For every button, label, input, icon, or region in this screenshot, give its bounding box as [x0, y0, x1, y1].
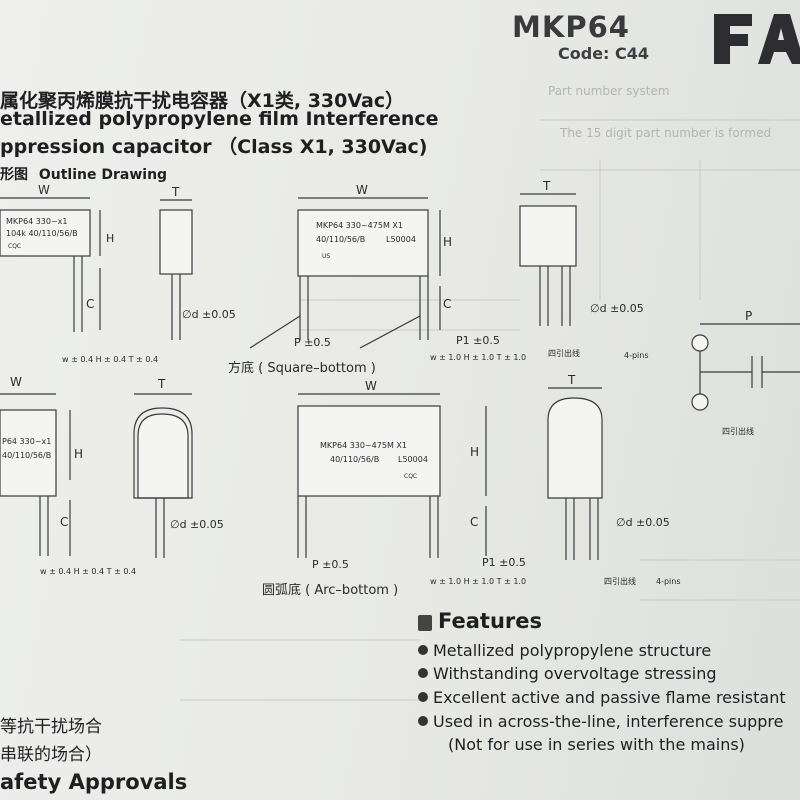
lead-dia-4: ∅d ±0.05	[616, 516, 670, 529]
cap-small-arc-side	[137, 413, 189, 499]
cert-us-large: US	[322, 253, 330, 260]
dim-w-4: W	[365, 379, 377, 393]
bullet-icon	[418, 668, 428, 678]
cap-small-square-side	[159, 209, 193, 275]
dim-h-3: H	[74, 447, 83, 461]
dim-t-4: T	[567, 373, 576, 387]
cap-small-square-front	[0, 209, 91, 257]
heading-english-line2: ppression capacitor （Class X1, 330Vac)	[0, 136, 428, 158]
cap-large-arc-front	[297, 405, 441, 497]
bg-text-part-number: Part number system	[548, 84, 670, 98]
feature-item-2: Withstanding overvoltage stressing	[418, 664, 717, 683]
marking-small-arc-1: P64 330~x1	[2, 437, 51, 446]
dim-c-3: C	[60, 515, 68, 529]
dim-c-4: C	[470, 515, 478, 529]
marking-small-arc-2: 40/110/56/B	[2, 451, 51, 460]
dim-h-1: H	[106, 232, 114, 245]
cap-large-arc-side	[547, 397, 603, 499]
square-bottom-caption: 方底 ( Square–bottom )	[228, 360, 376, 376]
left-cn-line2: 串联的场合）	[0, 745, 102, 765]
feature-item-4: Used in across-the-line, interference su…	[418, 712, 784, 731]
feature-item-1: Metallized polypropylene structure	[418, 641, 711, 660]
four-pin-en-2: 4-pins	[656, 577, 681, 586]
feature-text: Used in across-the-line, interference su…	[433, 712, 784, 731]
dim-t-3: T	[157, 377, 166, 391]
outline-title-en: Outline Drawing	[38, 167, 168, 183]
pitch1-tol-1: P1 ±0.5	[456, 334, 500, 347]
bullet-icon	[418, 716, 428, 726]
outline-drawings: MKP64 330~x1 104k 40/110/56/B CQC MKP64 …	[0, 180, 800, 598]
tol-large-row2: w ± 1.0 H ± 1.0 T ± 1.0	[430, 577, 526, 586]
four-pin-en-1: 4-pins	[624, 351, 649, 360]
lead-dia-3: ∅d ±0.05	[170, 518, 224, 531]
feature-text: Withstanding overvoltage stressing	[433, 664, 717, 683]
pitch1-tol-2: P1 ±0.5	[482, 556, 526, 569]
dim-p-schematic: P	[745, 309, 752, 323]
dim-t-1: T	[171, 185, 180, 199]
dim-w-2: W	[356, 183, 368, 197]
lead-dia-2: ∅d ±0.05	[590, 302, 644, 315]
arc-bottom-caption: 圆弧底 ( Arc–bottom )	[262, 582, 398, 598]
cap-small-arc-front	[0, 409, 57, 497]
model-code: Code: C44	[558, 44, 650, 63]
tol-large-row1: w ± 1.0 H ± 1.0 T ± 1.0	[430, 353, 526, 362]
feature-item-3: Excellent active and passive flame resis…	[418, 688, 786, 707]
cert-cqc-small: CQC	[8, 243, 21, 250]
safety-approvals-title: afety Approvals	[0, 770, 188, 794]
dim-h-4: H	[470, 445, 479, 459]
left-cn-line1: 等抗干扰场合	[0, 717, 102, 737]
dim-h-2: H	[443, 235, 452, 249]
lead-dia-1: ∅d ±0.05	[182, 308, 236, 321]
feature-text: Metallized polypropylene structure	[433, 641, 712, 660]
marking-large-arc-1: MKP64 330~475M X1	[320, 441, 407, 450]
dim-t-2: T	[542, 180, 551, 193]
dim-c-2: C	[443, 297, 451, 311]
pitch-tol-1: P ±0.5	[294, 336, 331, 349]
tol-small-row1: w ± 0.4 H ± 0.4 T ± 0.4	[62, 355, 158, 364]
heading-english-line1: etallized polypropylene film Interferenc…	[0, 108, 439, 130]
marking-small-1: MKP64 330~x1	[6, 217, 68, 226]
dim-w-3: W	[10, 375, 22, 389]
cap-large-square-front	[297, 209, 429, 277]
pitch-tol-2: P ±0.5	[312, 558, 349, 571]
dim-c-1: C	[86, 297, 94, 311]
dim-w-1: W	[38, 183, 50, 197]
schematic-label: 四引出线	[722, 426, 754, 436]
four-pin-cn-2: 四引出线	[604, 576, 636, 586]
model-title: MKP64	[512, 10, 630, 44]
feature-text: Excellent active and passive flame resis…	[433, 688, 786, 707]
bg-text-digit-note: The 15 digit part number is formed	[560, 126, 772, 140]
cert-cqc-large-arc: CQC	[404, 473, 417, 480]
features-title: Features	[438, 609, 542, 633]
cap-large-square-side	[519, 205, 577, 267]
marking-large-1: MKP64 330~475M X1	[316, 221, 403, 230]
marking-lot-2: L50004	[398, 455, 428, 464]
outline-drawing-title: 形图 Outline Drawing	[0, 164, 167, 184]
marking-large-2: 40/110/56/B	[316, 235, 365, 244]
bullet-icon	[418, 645, 428, 655]
outline-title-cn: 形图	[0, 167, 28, 183]
schematic-pin-bottom	[691, 393, 709, 411]
heading-chinese: 属化聚丙烯膜抗干扰电容器（X1类, 330Vac）	[0, 90, 405, 112]
tol-small-row2: w ± 0.4 H ± 0.4 T ± 0.4	[40, 567, 136, 576]
schematic-pin-top	[691, 334, 709, 352]
marking-lot-1: L50004	[386, 235, 416, 244]
bullet-icon	[418, 692, 428, 702]
brand-logo	[714, 14, 800, 64]
marking-small-2: 104k 40/110/56/B	[6, 229, 78, 238]
features-section-icon	[418, 615, 432, 631]
marking-large-arc-2: 40/110/56/B	[330, 455, 379, 464]
four-pin-cn-1: 四引出线	[548, 348, 580, 358]
feature-note: (Not for use in series with the mains)	[448, 735, 745, 754]
